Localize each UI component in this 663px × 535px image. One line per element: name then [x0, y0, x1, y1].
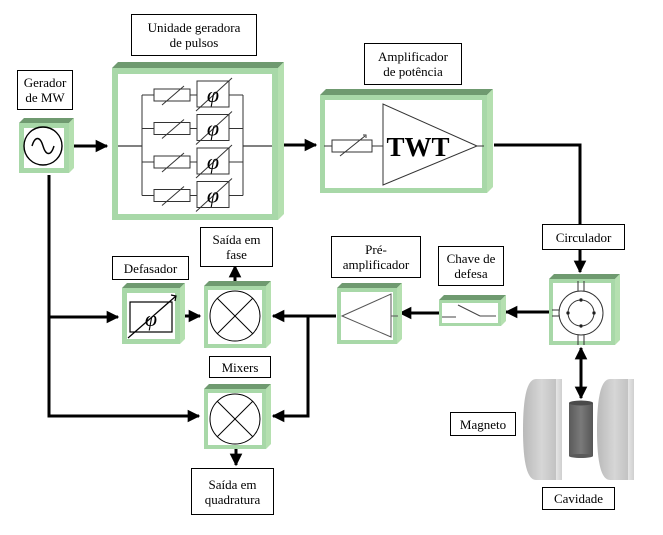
- label-cavidade: Cavidade: [542, 487, 615, 510]
- label-saida-quadratura: Saída em quadratura: [191, 468, 274, 515]
- attenuator-icon: [154, 190, 190, 202]
- label-pre-amplificador: Pré- amplificador: [331, 236, 421, 278]
- label-defasador: Defasador: [112, 256, 189, 280]
- twt-label: TWT: [386, 132, 449, 162]
- attenuator-icon: [154, 89, 190, 101]
- label-mixers: Mixers: [209, 356, 271, 378]
- edge-gerador-to-defasador: [49, 175, 118, 317]
- label-magneto: Magneto: [450, 412, 516, 436]
- label-unidade-geradora: Unidade geradora de pulsos: [131, 14, 257, 56]
- phase-symbol: φ: [207, 149, 219, 174]
- phase-symbol: φ: [145, 306, 157, 331]
- label-saida-fase: Saída em fase: [200, 227, 273, 267]
- label-circulador: Circulador: [542, 224, 625, 250]
- block-chave-defesa: [439, 295, 506, 326]
- attenuator-icon: [154, 123, 190, 135]
- attenuator-icon: [154, 156, 190, 168]
- cavity-cylinder: [569, 401, 593, 459]
- label-amplificador-potencia: Amplificador de potência: [364, 43, 462, 85]
- phase-symbol: φ: [207, 82, 219, 107]
- magnet-pole-left: [523, 379, 562, 480]
- label-gerador-mw: Gerador de MW: [17, 70, 73, 110]
- edge-preamp-to-mixer-quadratura: [273, 316, 308, 416]
- edge-amplificador-to-circulador: [494, 145, 580, 272]
- phase-symbol: φ: [207, 183, 219, 208]
- phase-symbol: φ: [207, 116, 219, 141]
- magnet-pole-right: [597, 379, 634, 480]
- label-chave-defesa: Chave de defesa: [438, 246, 504, 286]
